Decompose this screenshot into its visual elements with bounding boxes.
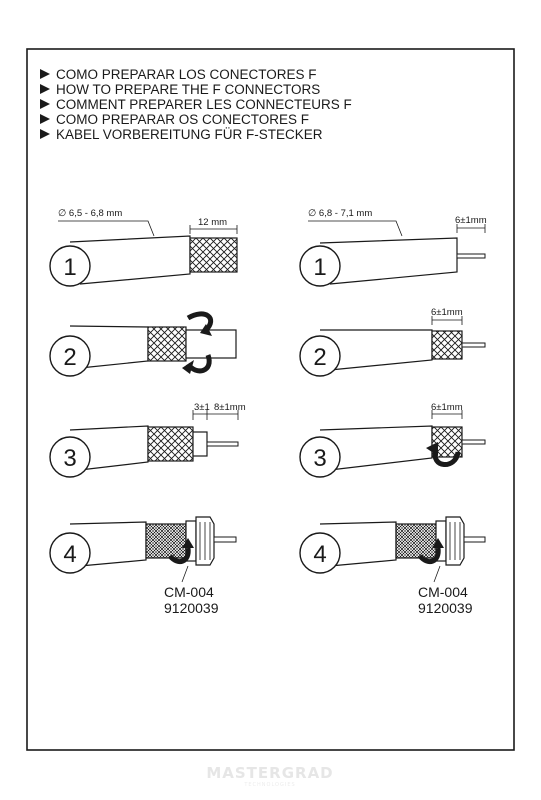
arrow-bullet-icon xyxy=(40,84,50,94)
right-step-3: 6±1mm 3 xyxy=(299,402,486,478)
watermark-tagline: TECHNOLOGIES xyxy=(243,782,295,788)
header-line-1: COMO PREPARAR LOS CONECTORES F xyxy=(40,67,317,82)
dimension-line xyxy=(189,225,238,234)
dimension-line xyxy=(431,316,463,325)
strip-length-label: 12 mm xyxy=(198,217,227,228)
header-text: COMO PREPARAR LOS CONECTORES F xyxy=(56,67,317,82)
left-step-2: 2 xyxy=(49,311,237,377)
header-block: COMO PREPARAR LOS CONECTORES F HOW TO PR… xyxy=(40,67,352,142)
braid-length-label: 6±1mm xyxy=(431,307,463,318)
step-circle xyxy=(49,335,91,377)
center-conductor xyxy=(461,342,486,348)
nut-facets xyxy=(449,522,461,560)
watermark: MASTERGRAD TECHNOLOGIES xyxy=(206,764,333,788)
watermark-brand: MASTERGRAD xyxy=(206,764,333,782)
conductor-length-label: 8±1mm xyxy=(214,402,246,413)
braid-length-label: 6±1mm xyxy=(431,402,463,413)
connector-code: CM-004 xyxy=(418,584,468,600)
step-circle xyxy=(299,532,341,574)
step-circle xyxy=(299,245,341,287)
dimension-line xyxy=(431,410,463,419)
step-number: 3 xyxy=(63,445,76,472)
center-conductor xyxy=(461,439,486,445)
right-step-2: 6±1mm 2 xyxy=(299,307,486,377)
connector-number: 9120039 xyxy=(418,600,473,616)
step-number: 4 xyxy=(63,541,76,568)
arrow-head-icon xyxy=(182,538,194,548)
connector-number: 9120039 xyxy=(164,600,219,616)
left-step-4: CM-004 9120039 4 xyxy=(49,516,237,616)
center-conductor xyxy=(456,253,486,259)
dielectric xyxy=(192,431,208,457)
step-circle xyxy=(49,436,91,478)
twist-arrow-icon xyxy=(168,547,191,565)
braid-shield xyxy=(145,523,187,559)
header-text: KABEL VORBEREITUNG FÜR F-STECKER xyxy=(56,127,323,142)
dielectric-length-label: 3±1 xyxy=(194,402,210,413)
leader-line xyxy=(308,220,403,237)
braid-shield xyxy=(189,237,238,273)
step-number: 2 xyxy=(63,344,76,371)
leader-line xyxy=(181,565,189,583)
arrow-head-icon xyxy=(200,324,212,336)
page-frame xyxy=(26,48,515,751)
arrow-bullet-icon xyxy=(40,129,50,139)
diameter-label: ∅ 6,5 - 6,8 mm xyxy=(58,208,122,219)
left-step-1: ∅ 6,5 - 6,8 mm 12 mm 1 xyxy=(49,208,238,287)
twist-arrow-icon xyxy=(418,547,441,565)
dimension-line xyxy=(456,224,486,233)
braid-shield xyxy=(431,330,463,360)
cable-jacket xyxy=(319,237,458,285)
right-step-1: ∅ 6,8 - 7,1 mm 6±1mm 1 xyxy=(299,208,487,287)
braid-shield xyxy=(395,523,437,559)
step-number: 1 xyxy=(63,254,76,281)
connector-code: CM-004 xyxy=(164,584,214,600)
header-line-5: KABEL VORBEREITUNG FÜR F-STECKER xyxy=(40,127,323,142)
braid-shield xyxy=(147,426,194,462)
step-number: 1 xyxy=(313,254,326,281)
header-text: HOW TO PREPARE THE F CONNECTORS xyxy=(56,82,320,97)
arrow-bullet-icon xyxy=(40,69,50,79)
step-circle xyxy=(299,335,341,377)
right-step-4: CM-004 9120039 4 xyxy=(299,516,486,616)
conductor-length-label: 6±1mm xyxy=(455,215,487,226)
header-text: COMMENT PREPARER LES CONNECTEURS F xyxy=(56,97,352,112)
diameter-label: ∅ 6,8 - 7,1 mm xyxy=(308,208,372,219)
braid-shield xyxy=(147,326,187,362)
dimension-line xyxy=(192,410,239,420)
left-step-3: 3±1 8±1mm 3 xyxy=(49,402,246,478)
leader-line xyxy=(433,565,441,583)
step-circle xyxy=(49,245,91,287)
center-pin xyxy=(213,536,237,543)
fold-back-arrow-icon xyxy=(186,311,214,332)
header-text: COMO PREPARAR OS CONECTORES F xyxy=(56,112,309,127)
step-circle xyxy=(299,436,341,478)
header-line-4: COMO PREPARAR OS CONECTORES F xyxy=(40,112,309,127)
center-conductor xyxy=(206,441,239,447)
arrow-bullet-icon xyxy=(40,99,50,109)
arrow-head-icon xyxy=(432,538,444,548)
step-circle xyxy=(49,532,91,574)
arrow-head-icon xyxy=(426,442,438,456)
center-pin xyxy=(463,536,486,543)
step-number: 4 xyxy=(313,541,326,568)
leader-line xyxy=(58,220,155,237)
step-number: 2 xyxy=(313,344,326,371)
header-line-2: HOW TO PREPARE THE F CONNECTORS xyxy=(40,82,320,97)
nut-facets xyxy=(199,522,211,560)
arrow-bullet-icon xyxy=(40,114,50,124)
arrow-head-icon xyxy=(182,360,194,374)
header-line-3: COMMENT PREPARER LES CONNECTEURS F xyxy=(40,97,352,112)
step-number: 3 xyxy=(313,445,326,472)
